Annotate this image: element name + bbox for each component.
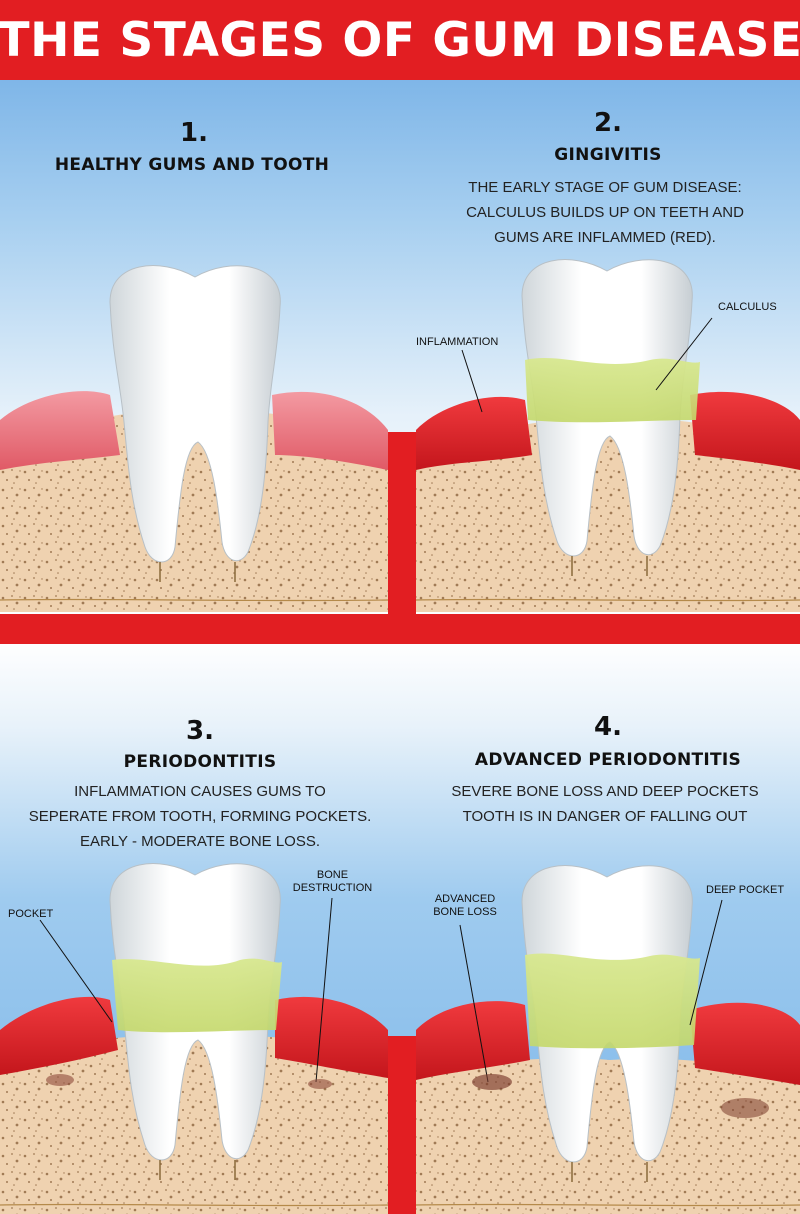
description-line: INFLAMMATION CAUSES GUMS TO (0, 779, 400, 804)
label-calculus: CALCULUS (718, 301, 777, 314)
description-line: GUMS ARE INFLAMMED (RED). (410, 225, 800, 250)
panel-3-illustration (0, 864, 388, 1214)
label-line: ADVANCED (420, 893, 510, 906)
panel-1-illustration (0, 266, 388, 612)
label-advanced-bone-loss: ADVANCED BONE LOSS (420, 893, 510, 919)
description-line: EARLY - MODERATE BONE LOSS. (0, 829, 400, 854)
label-deep-pocket: DEEP POCKET (706, 884, 784, 897)
label-line: BONE LOSS (420, 906, 510, 919)
divider-vertical-bottom (388, 1036, 416, 1214)
panel-1-title: HEALTHY GUMS AND TOOTH (0, 155, 384, 175)
description-line: SEPERATE FROM TOOTH, FORMING POCKETS. (0, 804, 400, 829)
panel-4-title: ADVANCED PERIODONTITIS (416, 750, 800, 770)
description-line: CALCULUS BUILDS UP ON TEETH AND (410, 200, 800, 225)
divider-vertical-top (388, 432, 416, 622)
label-pocket: POCKET (8, 908, 53, 921)
panel-1-number: 1. (0, 118, 388, 148)
panel-2-title: GINGIVITIS (416, 145, 800, 165)
panel-2-number: 2. (416, 108, 800, 138)
panel-4-number: 4. (416, 712, 800, 742)
description-line: THE EARLY STAGE OF GUM DISEASE: (410, 175, 800, 200)
label-inflammation: INFLAMMATION (416, 336, 498, 349)
description-line: SEVERE BONE LOSS AND DEEP POCKETS (410, 779, 800, 804)
panel-3-description: INFLAMMATION CAUSES GUMS TO SEPERATE FRO… (0, 779, 400, 854)
panel-4-description: SEVERE BONE LOSS AND DEEP POCKETS TOOTH … (410, 779, 800, 829)
panel-2-description: THE EARLY STAGE OF GUM DISEASE: CALCULUS… (410, 175, 800, 250)
description-line: TOOTH IS IN DANGER OF FALLING OUT (410, 804, 800, 829)
label-line: BONE (285, 869, 380, 882)
panel-3-title: PERIODONTITIS (0, 752, 400, 772)
label-bone-destruction: BONE DESTRUCTION (285, 869, 380, 895)
panel-3-number: 3. (0, 716, 400, 746)
label-line: DESTRUCTION (285, 882, 380, 895)
